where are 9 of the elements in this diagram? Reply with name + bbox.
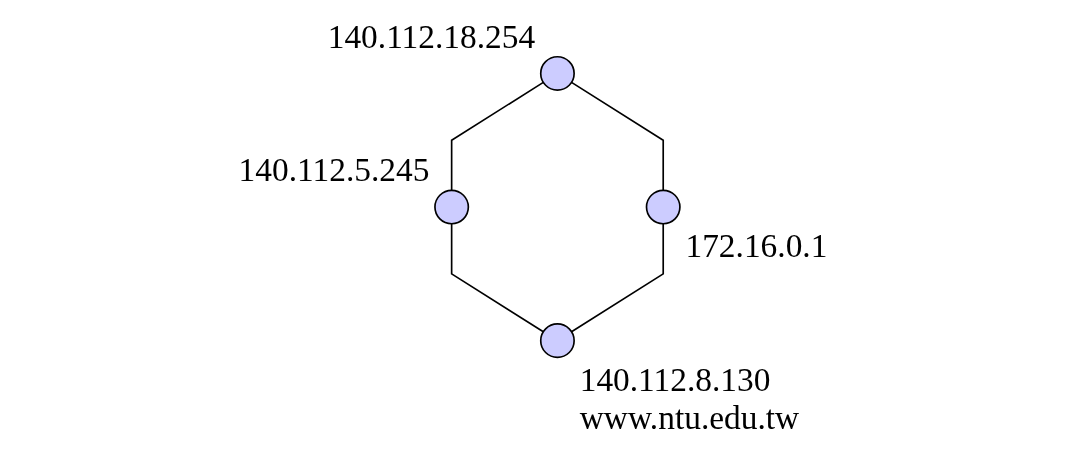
- address-label: www.ntu.edu.tw: [579, 398, 800, 436]
- address-label: 140.112.18.254: [327, 17, 536, 55]
- connector-line: [450, 222, 545, 333]
- address-label: 140.112.8.130: [579, 360, 771, 398]
- address-label: 172.16.0.1: [685, 227, 828, 265]
- connector-line: [570, 81, 665, 192]
- address-label: 140.112.5.245: [238, 151, 430, 189]
- connector-line: [570, 222, 665, 333]
- connector-line: [450, 81, 545, 192]
